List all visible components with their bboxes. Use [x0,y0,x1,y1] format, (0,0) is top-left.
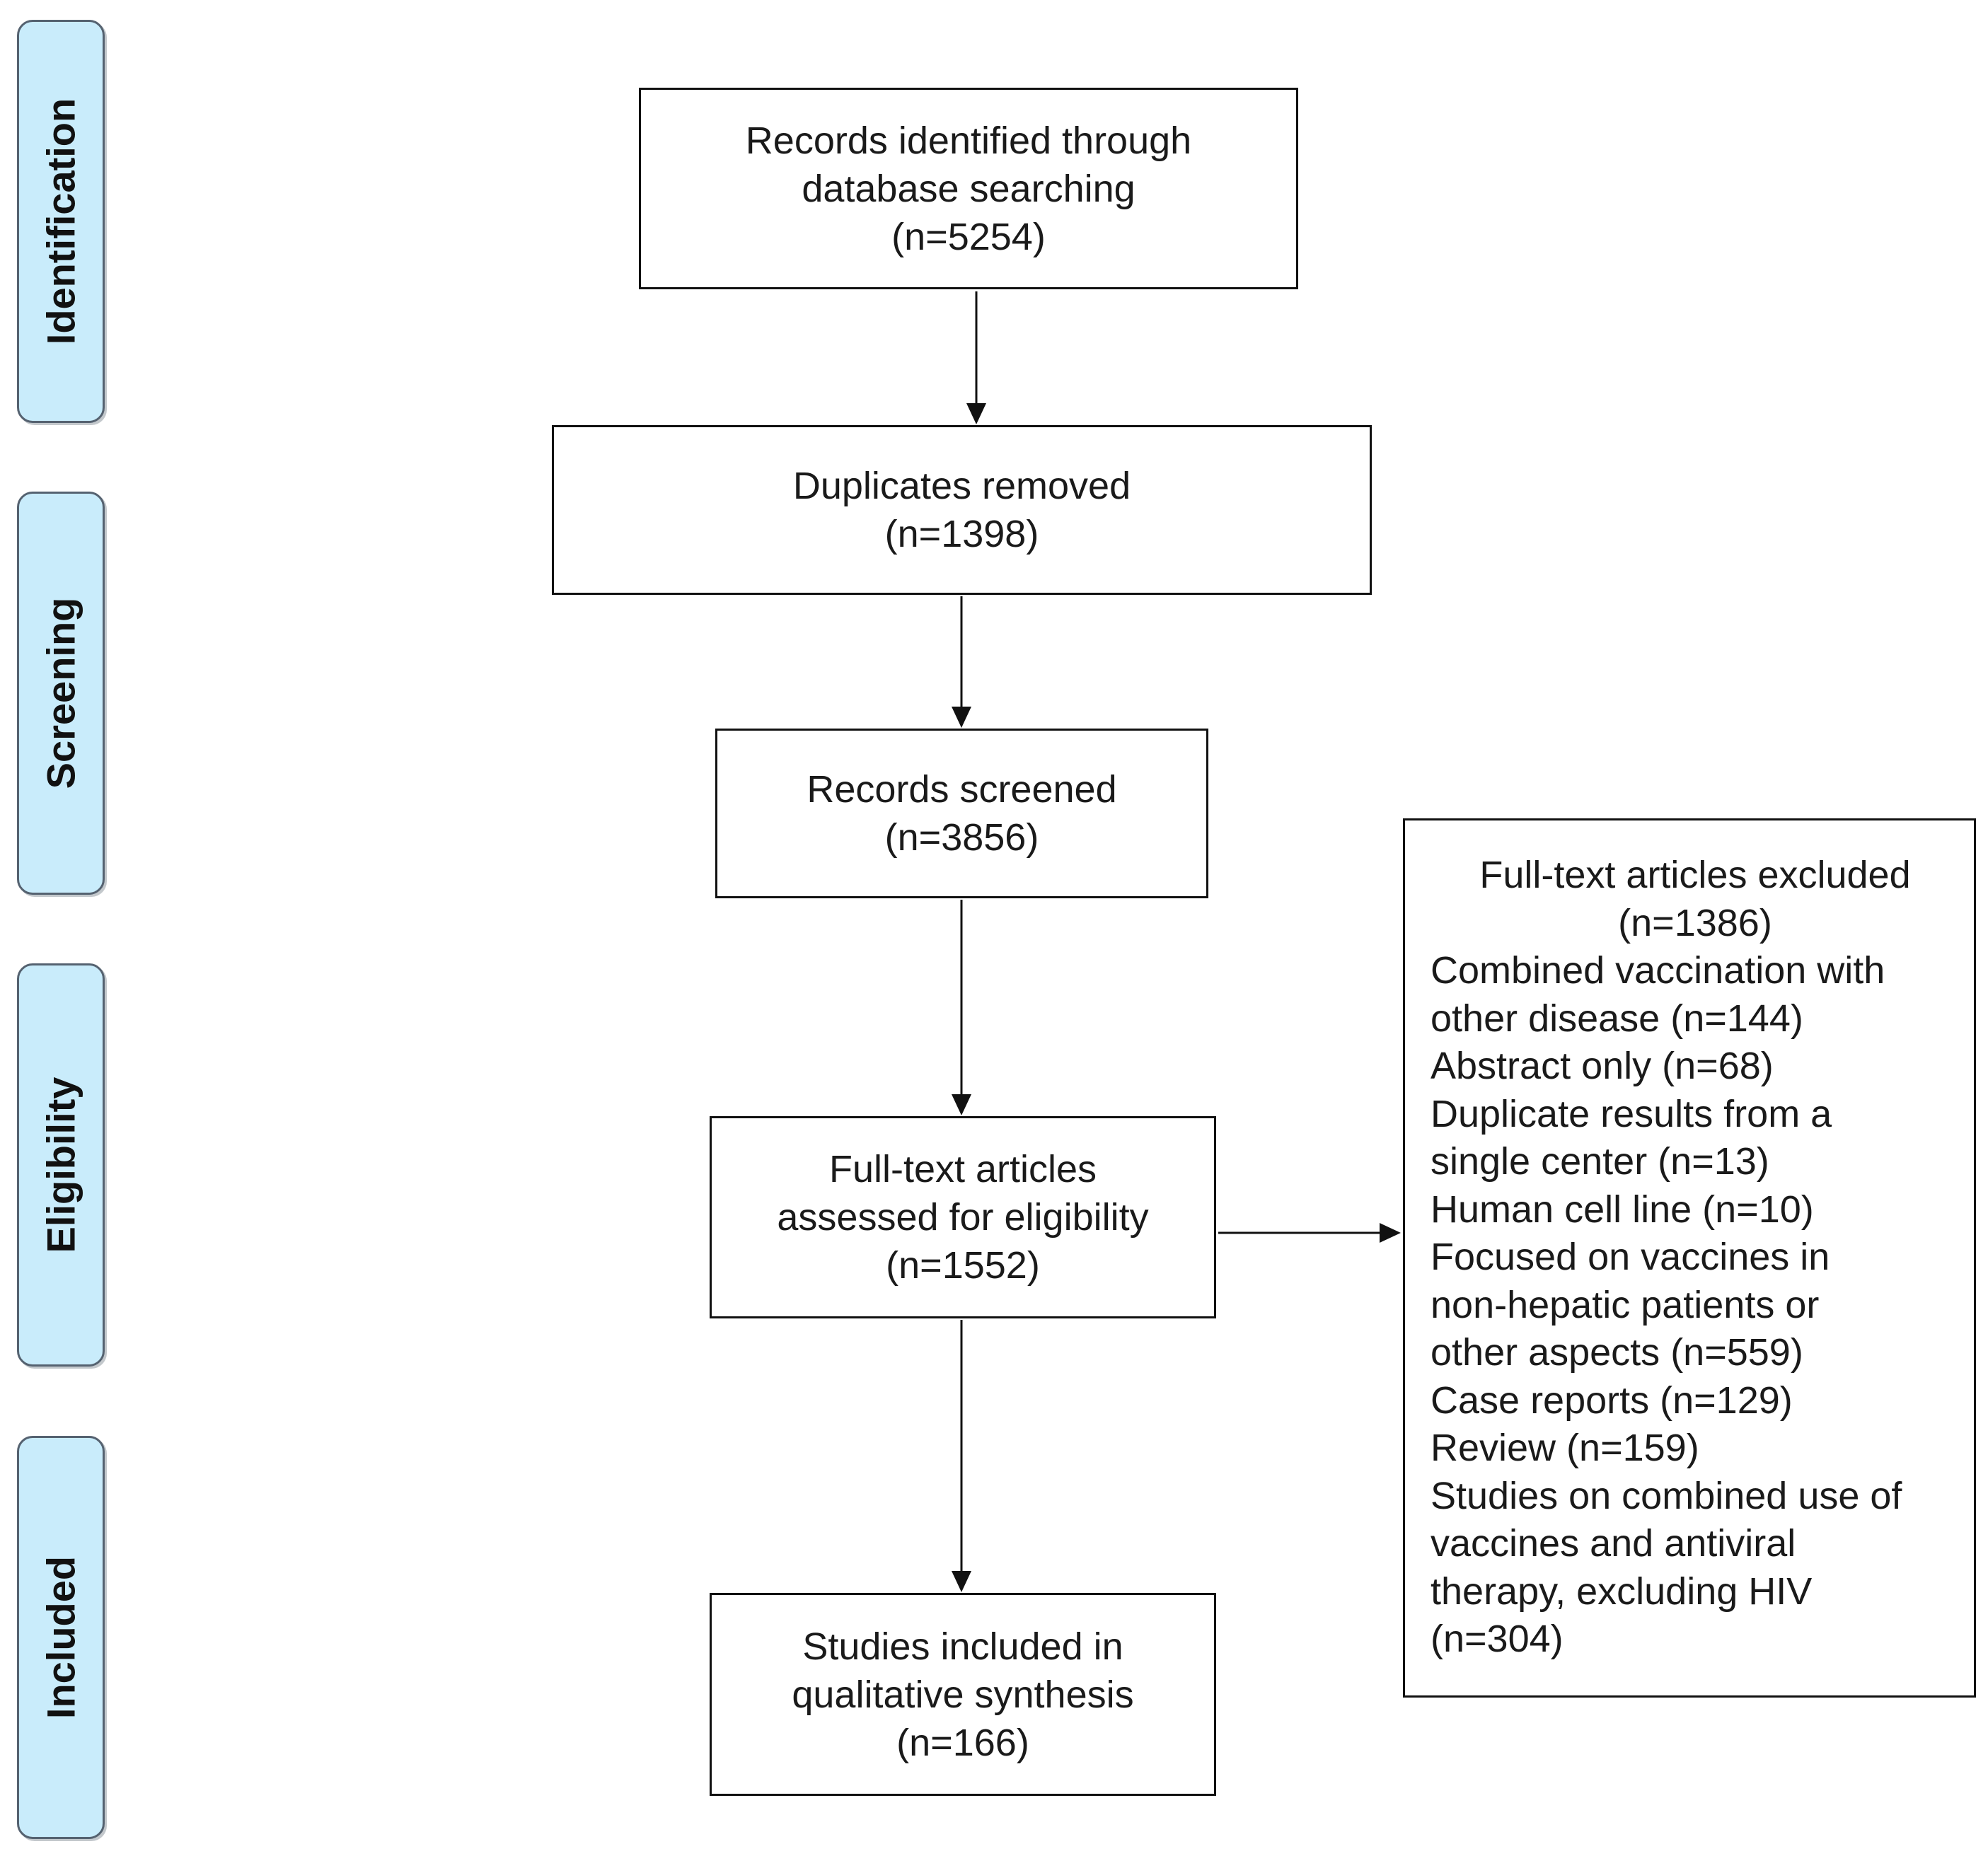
box-full-text-assessed: Full-text articles assessed for eligibil… [710,1116,1216,1318]
box-text-line: database searching [802,167,1135,210]
box-text-line: Full-text articles [828,1148,1097,1190]
box-duplicates-removed: Duplicates removed (n=1398) [552,425,1372,595]
box-text-line: (n=3856) [884,816,1039,859]
phase-included: Included [17,1436,105,1839]
excluded-reason-line: other aspects (n=559) [1431,1331,1803,1374]
arrow-screened-to-assessed [952,900,971,1115]
arrow-duplicates-to-screened [952,596,971,728]
excluded-reason-line: Review (n=159) [1431,1427,1699,1469]
excluded-reason-line: vaccines and antiviral [1431,1522,1796,1565]
arrow-identified-to-duplicates [966,291,986,424]
excluded-reason-line: non-hepatic patients or [1431,1283,1820,1326]
box-records-identified: Records identified through database sear… [639,88,1298,289]
box-text-line: (n=1552) [886,1244,1040,1287]
excluded-reason-line: Combined vaccination with [1431,949,1885,992]
box-text-line: assessed for eligibility [777,1196,1149,1239]
box-studies-included: Studies included in qualitative synthesi… [710,1593,1216,1796]
box-text-line: (n=166) [896,1721,1029,1764]
excluded-reason-line: Case reports (n=129) [1431,1379,1793,1422]
box-text-line: Studies included in [802,1625,1123,1668]
phase-identification: Identification [17,20,105,423]
excluded-header-line: Full-text articles excluded [1479,854,1911,896]
arrow-assessed-to-included [952,1320,971,1592]
excluded-reason-line: other disease (n=144) [1431,997,1803,1040]
excluded-reason-line: Duplicate results from a [1431,1092,1832,1135]
excluded-reason-line: Human cell line (n=10) [1431,1188,1814,1231]
excluded-reason-line: therapy, excluding HIV [1431,1570,1813,1613]
box-records-screened: Records screened (n=3856) [715,729,1208,898]
arrow-assessed-to-excluded [1218,1223,1401,1243]
box-text-line: qualitative synthesis [792,1673,1134,1716]
box-text-line: Records screened [807,768,1117,811]
phase-screening: Screening [17,492,105,895]
excluded-reason-line: single center (n=13) [1431,1140,1769,1183]
box-text-line: Records identified through [745,119,1192,162]
excluded-reason-line: Abstract only (n=68) [1431,1045,1774,1087]
phase-eligibility: Eligibility [17,963,105,1367]
box-text-line: (n=1398) [884,513,1039,555]
box-full-text-excluded: Full-text articles excluded (n=1386) Com… [1403,818,1976,1698]
box-text-line: Duplicates removed [792,465,1131,507]
box-text-line: (n=5254) [891,215,1046,258]
excluded-reason-line: Studies on combined use of [1431,1474,1902,1517]
excluded-header-line: (n=1386) [1618,901,1772,944]
excluded-reason-line: Focused on vaccines in [1431,1236,1830,1278]
excluded-reason-line: (n=304) [1431,1618,1564,1660]
